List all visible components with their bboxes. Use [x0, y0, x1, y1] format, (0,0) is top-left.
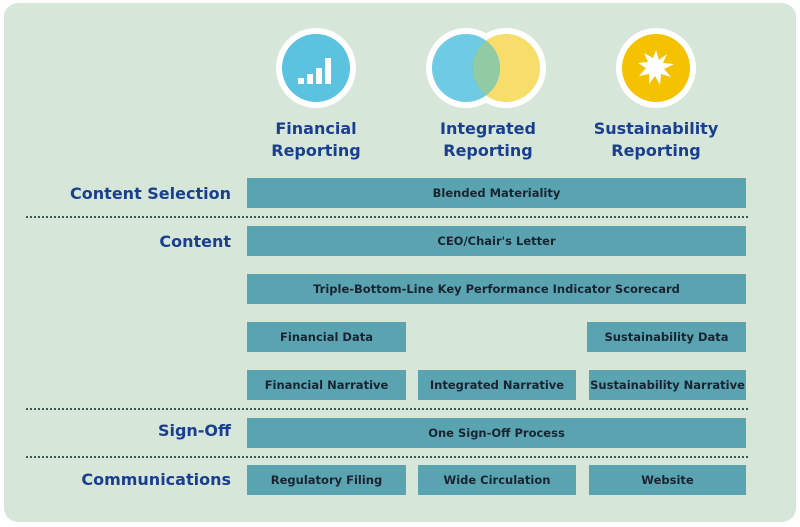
- sustainability-reporting-icon: [616, 28, 696, 108]
- bar-blended-materiality: Blended Materiality: [247, 178, 746, 208]
- row-label-content: Content: [159, 232, 231, 251]
- bar-sustainability-data: Sustainability Data: [587, 322, 746, 352]
- bar-financial-data: Financial Data: [247, 322, 406, 352]
- row-label-sign-off: Sign-Off: [157, 421, 231, 440]
- integrated-reporting-venn-icon: [424, 28, 548, 108]
- divider-1: [26, 216, 748, 218]
- bar-wide-circulation: Wide Circulation: [418, 465, 576, 495]
- row-label-communications: Communications: [81, 470, 231, 489]
- bar-website: Website: [589, 465, 746, 495]
- divider-3: [26, 456, 748, 458]
- bar-financial-narrative: Financial Narrative: [247, 370, 406, 400]
- bar-sustainability-narrative: Sustainability Narrative: [589, 370, 746, 400]
- divider-2: [26, 408, 748, 410]
- bar-sign-off-process: One Sign-Off Process: [247, 418, 746, 448]
- financial-reporting-icon: [276, 28, 356, 108]
- row-label-content-selection: Content Selection: [70, 184, 231, 203]
- bar-regulatory-filing: Regulatory Filing: [247, 465, 406, 495]
- bar-kpi-scorecard: Triple-Bottom-Line Key Performance Indic…: [247, 274, 746, 304]
- bar-integrated-narrative: Integrated Narrative: [418, 370, 576, 400]
- bar-ceo-letter: CEO/Chair's Letter: [247, 226, 746, 256]
